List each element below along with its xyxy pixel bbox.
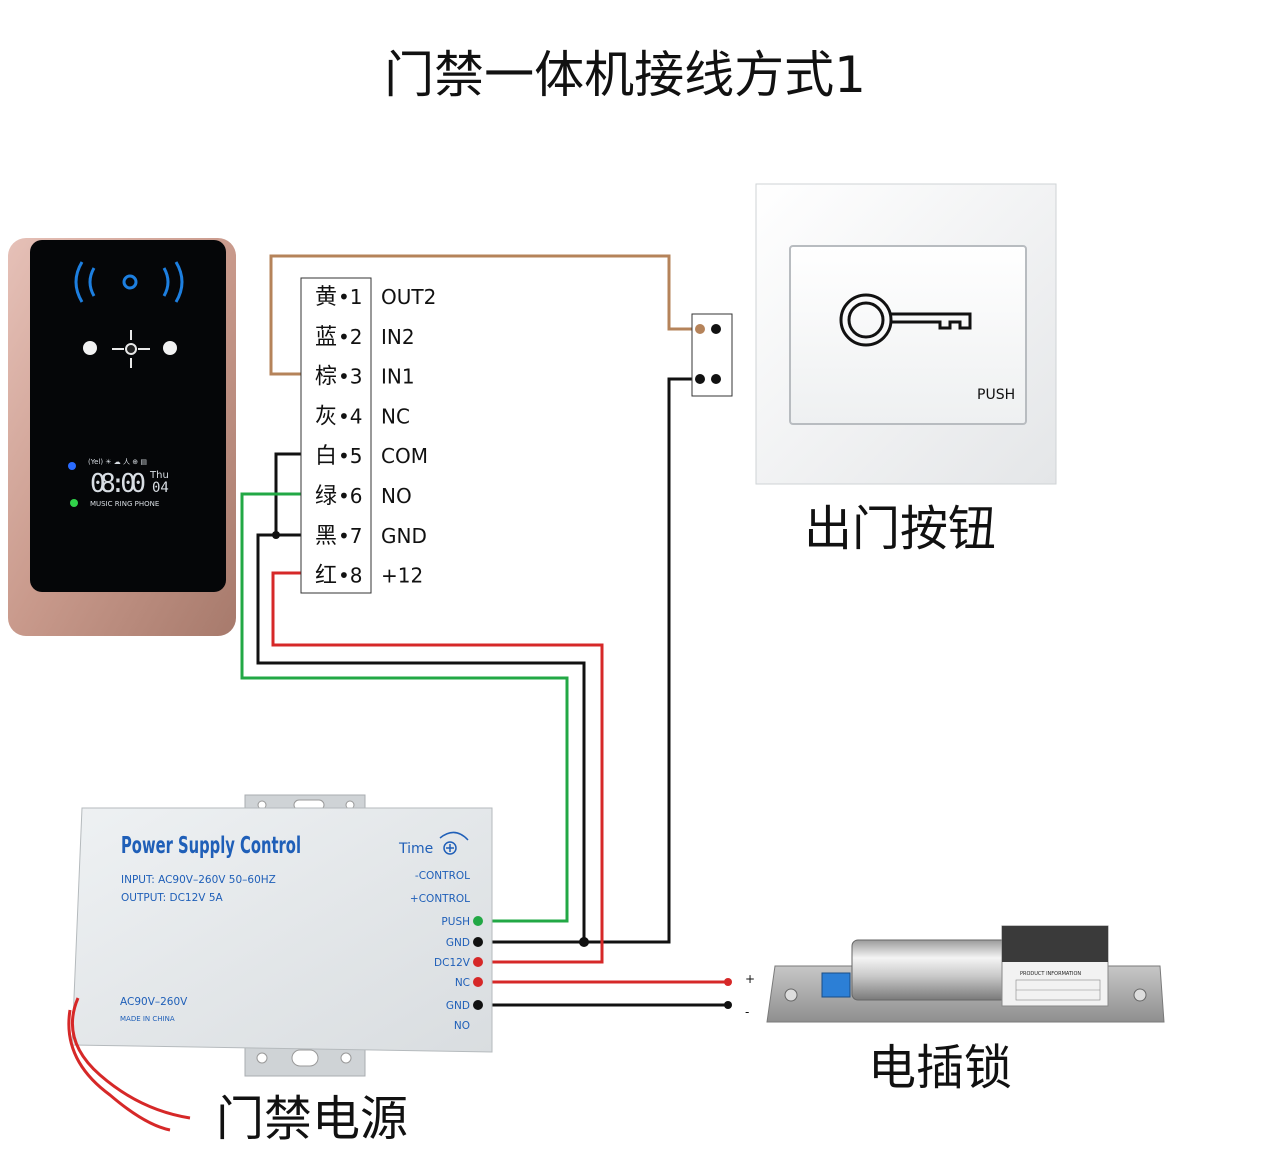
lock-info-label: PRODUCT INFORMATION [1020,971,1081,977]
psu-output: OUTPUT: DC12V 5A [121,892,223,904]
lcd-top-icons: (Yel) ☀ ☁ 人 ⊕ ▤ [88,458,147,466]
terminal-row: 绿•6 NO [315,484,412,509]
terminal-color-char: 黄 [315,285,337,310]
psu-terminal: +CONTROL [410,893,470,905]
terminal-signal-name: IN2 [381,325,415,349]
lcd-time: 08:00 [90,469,146,499]
terminal-pin-number: •7 [338,524,363,548]
wires [240,254,728,1007]
terminal-signal-name: OUT2 [381,285,436,309]
terminal-color-char: 绿 [315,484,337,509]
psu-terminal-dot [473,916,483,926]
power-supply-caption: 门禁电源 [216,1091,408,1147]
terminal-pin-number: •8 [338,564,363,588]
psu-ac-label: AC90V–260V [120,996,188,1008]
psu-terminal-label: NO [454,1020,470,1032]
terminal-row: 灰•4 NC [315,404,410,429]
psu-terminal-label: DC12V [434,957,471,969]
terminal-signal-name: COM [381,444,428,468]
terminal-block: 黄•1 OUT2 蓝•2 IN2 棕•3 IN1 灰•4 NC 白•5 COM 绿•6 NO 黑•7 GN… [300,277,436,594]
psu-terminal: PUSH [441,916,483,928]
psu-input: INPUT: AC90V–260V 50–60HZ [121,874,276,886]
status-led-blue-icon [68,462,76,470]
psu-terminal: GND [446,1000,483,1012]
psu-made-label: MADE IN CHINA [120,1015,175,1023]
psu-mains-cable [67,997,191,1132]
psu-terminal-label: +CONTROL [410,893,470,905]
psu-terminal: NO [454,1020,470,1032]
terminal-row: 白•5 COM [315,444,428,469]
terminal-row: 黄•1 OUT2 [315,285,436,310]
status-led-green-icon [70,499,78,507]
reader-lcd: (Yel) ☀ ☁ 人 ⊕ ▤ 08:00 Thu 04 MUSIC RING … [88,458,169,508]
psu-time-label: Time [398,841,433,857]
psu-terminal: GND [446,937,483,949]
terminal-signal-name: GND [381,524,427,548]
terminal-pin-number: •3 [338,365,363,389]
psu-terminal-label: GND [446,937,470,949]
terminal-row: 蓝•2 IN2 [315,325,415,350]
wire-brown-in1 [269,254,700,376]
terminal-row: 黑•7 GND [315,524,427,549]
push-label: PUSH [977,387,1015,403]
exit-button: PUSH 出门按钮 [691,183,1057,557]
lcd-date: 04 [152,480,169,496]
terminal-pin-number: •4 [338,404,363,428]
wire-black-exit [584,377,700,944]
psu-terminal-dot [473,957,483,967]
camera-cross-icon [112,330,150,368]
power-supply: Power Supply Control INPUT: AC90V–260V 5… [67,794,493,1147]
terminal-signal-name: IN1 [381,365,415,389]
psu-terminal-label: NC [455,977,470,989]
wire-green-no [240,492,569,923]
terminal-signal-name: +12 [381,564,423,588]
terminal-color-char: 黑 [315,524,337,549]
psu-terminal-dot [473,1000,483,1010]
terminal-color-char: 蓝 [315,325,337,350]
electric-bolt-lock: PRODUCT INFORMATION + - 电插锁 [745,925,1165,1096]
psu-terminal-dot [473,977,483,987]
lcd-bottom-labels: MUSIC RING PHONE [90,500,159,508]
diagram-title: 门禁一体机接线方式1 [384,46,866,104]
psu-terminal-label: GND [446,1000,470,1012]
terminal-pin-number: •6 [338,484,363,508]
exit-button-caption: 出门按钮 [804,501,996,557]
terminal-color-char: 白 [315,444,337,469]
wire-black-gnd [256,533,586,944]
terminal-color-char: 灰 [315,404,337,429]
lcd-day: Thu [149,470,169,481]
psu-terminal: DC12V [434,957,483,969]
keypad-dot-icon [163,341,177,355]
psu-terminal: -CONTROL [415,870,470,882]
terminal-pin-number: •2 [338,325,363,349]
rfid-wave-icon [74,261,184,303]
wire-red-12v [271,571,604,964]
terminal-row: 棕•3 IN1 [315,365,415,390]
lock-plus: + [745,972,755,986]
terminal-row: 红•8 +12 [315,564,423,589]
wire-black-com [274,452,309,535]
psu-terminal-label: -CONTROL [415,870,470,882]
psu-terminal: NC [455,977,483,989]
psu-terminal-label: PUSH [441,916,470,928]
psu-terminal-dot [473,937,483,947]
terminal-color-char: 红 [315,564,337,589]
terminal-signal-name: NO [381,484,412,508]
time-adjust-icon [439,831,469,855]
terminal-signal-name: NC [381,404,410,428]
access-control-reader: (Yel) ☀ ☁ 人 ⊕ ▤ 08:00 Thu 04 MUSIC RING … [8,238,236,636]
lock-minus: - [745,1005,749,1019]
keypad-dot-icon [83,341,97,355]
lock-caption: 电插锁 [868,1040,1012,1096]
key-icon [839,293,972,347]
terminal-pin-number: •1 [338,285,363,309]
terminal-pin-number: •5 [338,444,363,468]
psu-brand: Power Supply Control [121,833,301,859]
terminal-color-char: 棕 [315,365,337,390]
